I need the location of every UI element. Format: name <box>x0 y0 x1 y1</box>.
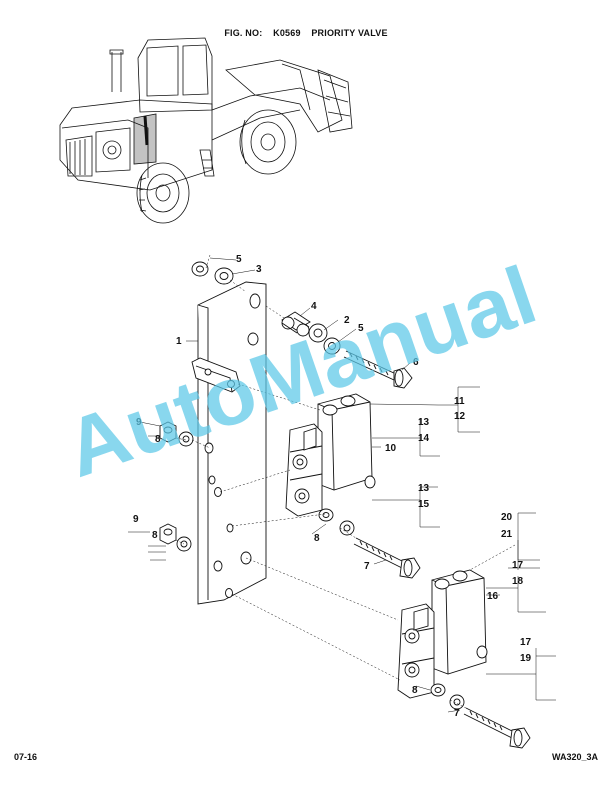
callout-8-left: 8 <box>152 530 158 541</box>
callout-10: 10 <box>385 443 397 454</box>
callout-8-upper: 8 <box>155 434 161 445</box>
callout-2: 2 <box>344 315 350 326</box>
callout-21: 21 <box>501 529 513 540</box>
callout-5-mid: 5 <box>358 323 364 334</box>
alignment-lines <box>175 254 516 709</box>
footer-page-number: 07-16 <box>14 752 38 762</box>
callout-19: 19 <box>520 653 532 664</box>
callout-1: 1 <box>176 336 182 347</box>
callout-17-lower: 17 <box>520 637 532 648</box>
washer-group-top <box>191 261 341 355</box>
priority-valve-lower <box>397 569 488 710</box>
callout-14: 14 <box>418 433 430 444</box>
callout-12: 12 <box>454 411 466 422</box>
callout-17-upper: 17 <box>512 560 524 571</box>
callout-11: 11 <box>454 396 465 407</box>
callout-7-lower: 7 <box>454 708 460 719</box>
callout-16: 16 <box>487 591 499 602</box>
callout-5-top: 5 <box>236 254 242 265</box>
callout-8-lower: 8 <box>412 685 418 696</box>
callout-9-upper: 9 <box>136 417 142 428</box>
callout-15: 15 <box>418 499 430 510</box>
callout-4: 4 <box>311 301 317 312</box>
figure-title: PRIORITY VALVE <box>311 28 388 38</box>
fig-label: FIG. NO: <box>224 28 263 38</box>
bolt-part-7-upper <box>353 537 421 579</box>
wheel-loader-illustration <box>59 37 353 224</box>
figure-header: FIG. NO: K0569 PRIORITY VALVE <box>0 28 612 38</box>
callout-13-lower: 13 <box>418 483 430 494</box>
footer-model-code: WA320_3A <box>551 752 598 762</box>
callout-6: 6 <box>413 357 419 368</box>
priority-valve-upper <box>285 393 376 522</box>
leader-lines <box>128 257 556 713</box>
fig-number: K0569 <box>273 28 301 38</box>
plate-part-1 <box>191 281 267 605</box>
callout-9-lower: 9 <box>133 514 139 525</box>
bolt-part-6 <box>343 350 413 389</box>
callout-18: 18 <box>512 576 524 587</box>
callout-labels: 5 3 1 4 2 5 6 11 12 13 14 10 9 8 13 15 9… <box>133 254 532 719</box>
callout-13-upper: 13 <box>418 417 430 428</box>
callout-20: 20 <box>501 512 513 523</box>
callout-3: 3 <box>256 264 262 275</box>
callout-8-mid: 8 <box>314 533 320 544</box>
bolt-part-7-lower <box>463 707 531 749</box>
callout-7-upper: 7 <box>364 561 370 572</box>
